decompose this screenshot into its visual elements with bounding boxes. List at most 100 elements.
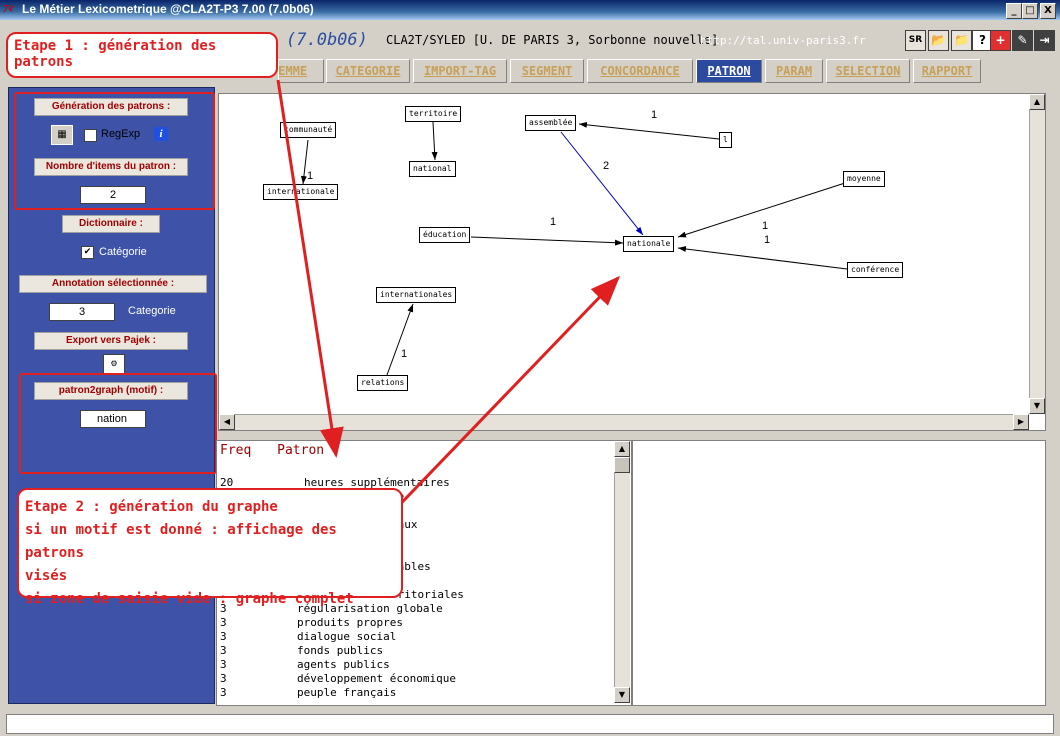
edge-l-assemblee: [578, 121, 720, 140]
folder-open-icon[interactable]: 📂: [928, 30, 949, 51]
annotation-input[interactable]: 3: [49, 303, 115, 321]
graph-node[interactable]: internationales: [376, 287, 457, 303]
edge-assemblee-nationale: [560, 131, 644, 236]
edge-conference-nationale: [677, 246, 848, 270]
tab-param[interactable]: PARAM: [765, 59, 823, 83]
institution-label: CLA2T/SYLED [U. DE PARIS 3, Sorbonne nou…: [386, 33, 719, 47]
categorie-checkbox[interactable]: ✔: [81, 246, 94, 259]
step1-highlight: [14, 92, 215, 210]
edge-label: 2: [603, 160, 610, 172]
nb-items-label: Nombre d'items du patron :: [34, 158, 188, 176]
step2-text-line: Etape 2 : génération du graphe: [25, 499, 278, 515]
graph-node[interactable]: moyenne: [843, 171, 885, 187]
scroll-left-arrow-icon[interactable]: ◀: [219, 414, 235, 430]
window-title: Le Métier Lexicometrique @CLA2T-P3 7.00 …: [22, 2, 314, 16]
edge-education-nationale: [470, 236, 624, 246]
graph-node[interactable]: territoire: [405, 106, 462, 122]
tab-lemme[interactable]: LEMME: [278, 59, 324, 83]
edge-moyenne-nationale: [677, 182, 846, 238]
step2-text-line: si un motif est donné : affichage des pa…: [25, 522, 337, 561]
nb-items-input[interactable]: 2: [80, 186, 146, 204]
regexp-checkbox[interactable]: [84, 129, 97, 142]
sr-icon[interactable]: SR: [905, 30, 926, 51]
graph-node[interactable]: conférence: [847, 262, 904, 278]
edge-relations-internationales: [386, 303, 414, 376]
edge-label: 1: [550, 216, 557, 228]
graph-edges: [300, 121, 848, 376]
step2-text-line: visés: [25, 568, 68, 584]
step2-text-line: si zone de saisie vide : graphe complet: [25, 591, 354, 607]
step1-text: Etape 1 : génération des patrons: [14, 38, 217, 70]
scroll-up-arrow-icon[interactable]: ▲: [1029, 94, 1045, 110]
scroll-down-arrow-icon[interactable]: ▼: [1029, 398, 1045, 414]
graph-node[interactable]: assemblée: [525, 115, 577, 131]
graph-node[interactable]: communauté: [280, 122, 337, 138]
edit-icon[interactable]: ✎: [1012, 30, 1033, 51]
scroll-right-arrow-icon[interactable]: ▶: [1013, 414, 1029, 430]
scroll-up-arrow-icon[interactable]: ▲: [614, 441, 630, 457]
app-logo-icon: 7¢: [3, 3, 14, 15]
step2-callout: Etape 2 : génération du graphe si un mot…: [17, 488, 403, 607]
tab-segment[interactable]: SEGMENT: [510, 59, 584, 83]
list-vscrollbar[interactable]: [614, 441, 630, 703]
edge-label: 1: [762, 220, 769, 232]
pajek-icon: ⚙: [110, 359, 118, 368]
close-button[interactable]: X: [1040, 3, 1056, 19]
tab-categorie[interactable]: CATEGORIE: [326, 59, 410, 83]
generate-button[interactable]: ▦: [51, 125, 73, 145]
regexp-label: RegExp: [101, 128, 141, 140]
tab-rapport[interactable]: RAPPORT: [913, 59, 981, 83]
edge-label: 1: [651, 109, 658, 121]
tab-selection[interactable]: SELECTION: [826, 59, 910, 83]
exit-icon[interactable]: ⇥: [1034, 30, 1055, 51]
url-link[interactable]: http://tal.univ-paris3.fr: [700, 34, 866, 47]
dictionnaire-label: Dictionnaire :: [62, 215, 160, 233]
scroll-down-arrow-icon[interactable]: ▼: [614, 687, 630, 703]
tab-concordance[interactable]: CONCORDANCE: [587, 59, 693, 83]
edge-label: 1: [764, 234, 771, 246]
motif-input[interactable]: nation: [80, 410, 146, 428]
list-item-fragment: rritoriales: [391, 588, 464, 601]
patron2graph-label: patron2graph (motif) :: [34, 382, 188, 400]
info-icon[interactable]: i: [154, 127, 168, 141]
annotation-type-label: Categorie: [128, 305, 176, 317]
export-pajek-button[interactable]: ⚙: [103, 354, 125, 374]
freq-column-header: Freq: [220, 443, 252, 458]
graph-vscrollbar[interactable]: [1029, 94, 1045, 414]
title-bar: 7¢ Le Métier Lexicometrique @CLA2T-P3 7.…: [0, 0, 1060, 20]
step2-motif-highlight: [19, 373, 217, 474]
graph-node[interactable]: nationale: [623, 236, 675, 252]
edge-label: 1: [401, 348, 408, 360]
graph-canvas[interactable]: communauté internationale territoire nat…: [218, 93, 1046, 431]
maximize-button[interactable]: □: [1022, 3, 1038, 19]
tab-import-tag[interactable]: IMPORT-TAG: [413, 59, 507, 83]
graph-hscrollbar[interactable]: [219, 414, 1029, 430]
tab-patron[interactable]: PATRON: [696, 59, 762, 83]
graph-node[interactable]: éducation: [419, 227, 471, 243]
graph-node[interactable]: national: [409, 161, 456, 177]
graph-node[interactable]: l: [719, 132, 732, 148]
folder-up-icon[interactable]: 📁: [951, 30, 972, 51]
edge-territoire-national: [431, 121, 438, 161]
red-cross-icon[interactable]: +: [990, 30, 1011, 51]
list-header: Freq Patron: [220, 443, 324, 458]
categorie-check-label: Catégorie: [99, 246, 147, 258]
graph-node[interactable]: relations: [357, 375, 409, 391]
generation-label: Génération des patrons :: [34, 98, 188, 116]
detail-pane[interactable]: [632, 440, 1046, 706]
version-label: (7.0b06): [286, 30, 368, 50]
patron-column-header: Patron: [277, 443, 325, 458]
step1-callout: Etape 1 : génération des patrons: [6, 32, 278, 78]
edge-label: 1: [307, 170, 314, 182]
scroll-thumb[interactable]: [614, 457, 630, 473]
graph-node[interactable]: internationale: [263, 184, 339, 200]
export-pajek-label: Export vers Pajek :: [34, 332, 188, 350]
minimize-button[interactable]: _: [1006, 3, 1022, 19]
